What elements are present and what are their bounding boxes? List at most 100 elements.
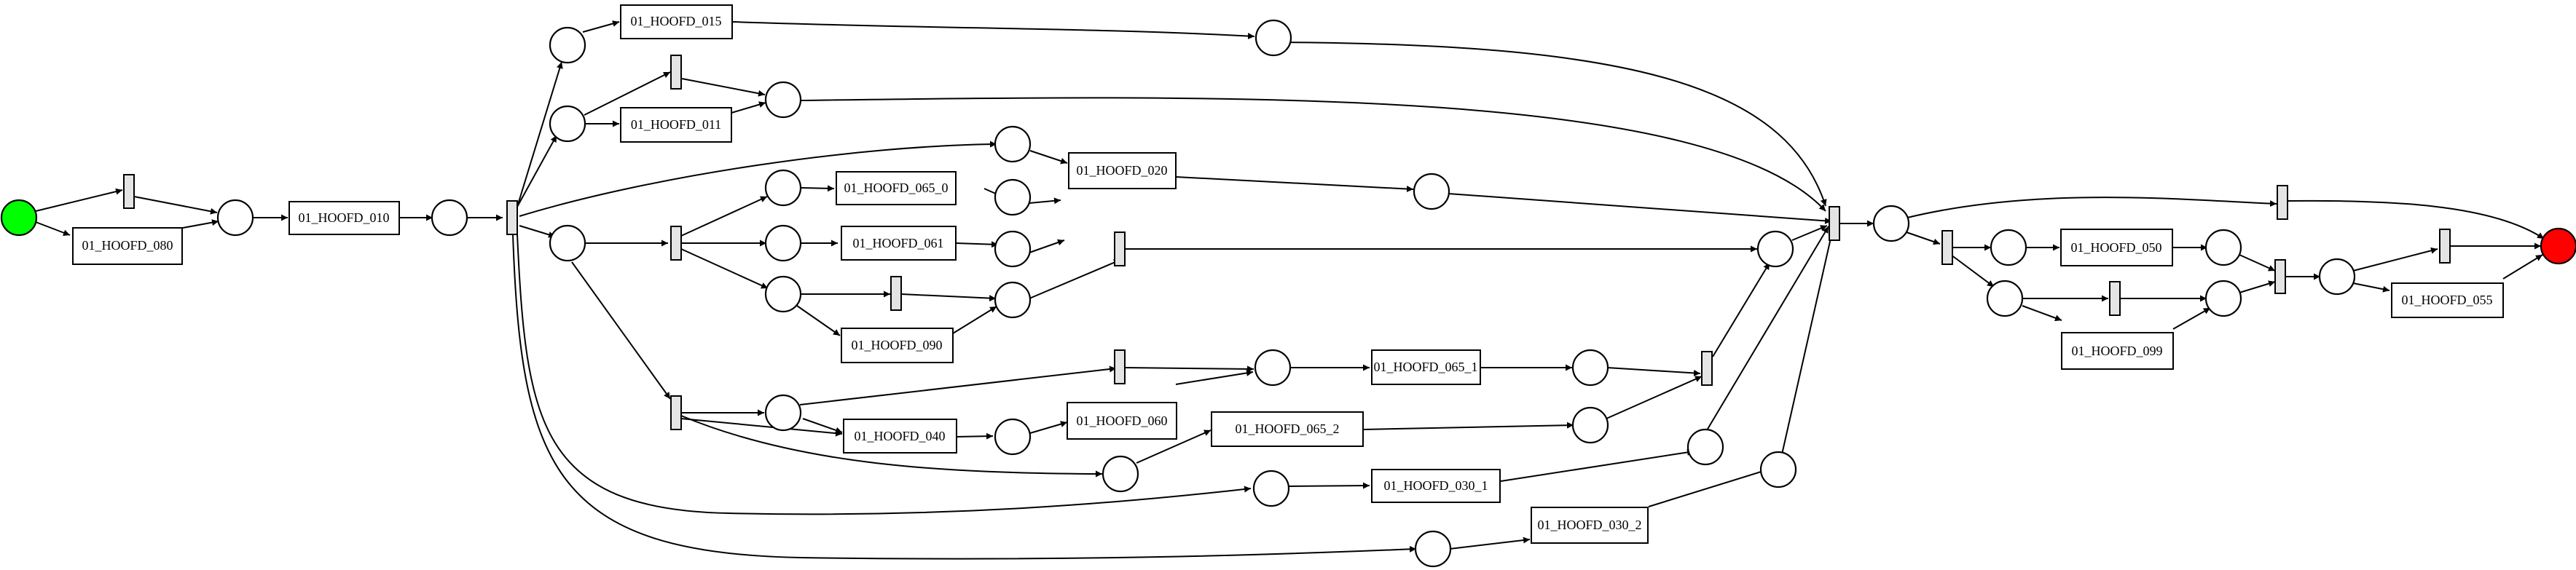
transition-01-hoofd-065-1: 01_HOOFD_065_1 <box>1371 349 1481 385</box>
arc <box>35 221 71 236</box>
transition-label: 01_HOOFD_099 <box>2071 344 2162 358</box>
arc <box>517 61 563 207</box>
place <box>1254 19 1292 57</box>
transition-01-hoofd-080: 01_HOOFD_080 <box>72 227 183 265</box>
place <box>764 81 802 119</box>
arc <box>1606 376 1703 419</box>
place <box>1102 455 1139 493</box>
arc <box>571 261 671 400</box>
arc <box>517 135 557 207</box>
place <box>1571 406 1609 444</box>
arc <box>517 234 1252 515</box>
transition-label: 01_HOOFD_010 <box>298 210 389 225</box>
arc <box>1136 430 1212 464</box>
place <box>764 224 802 262</box>
arc <box>955 432 994 440</box>
arc <box>1907 197 2277 218</box>
arc <box>799 365 1117 405</box>
arc <box>801 97 1826 212</box>
arc <box>732 21 1255 40</box>
arc <box>2352 247 2438 272</box>
arc <box>680 196 768 237</box>
silent-transition <box>1114 231 1126 266</box>
arc <box>1606 367 1701 376</box>
arc <box>133 196 218 215</box>
arc <box>1791 225 1828 241</box>
place <box>549 224 586 262</box>
place <box>764 394 802 432</box>
silent-transitions <box>123 55 2451 430</box>
transition-01-hoofd-065-2: 01_HOOFD_065_2 <box>1211 411 1364 447</box>
silent-transition <box>2277 185 2288 220</box>
arc <box>519 140 997 217</box>
arc <box>1704 226 1829 435</box>
arc <box>35 188 123 212</box>
arc <box>681 78 766 97</box>
transition-01-hoofd-030-2: 01_HOOFD_030_2 <box>1531 507 1649 544</box>
silent-transition <box>1941 230 1953 265</box>
place <box>1686 428 1724 466</box>
transition-01-hoofd-030-1: 01_HOOFD_030_1 <box>1371 469 1501 503</box>
transition-label: 01_HOOFD_080 <box>82 238 173 253</box>
transition-label: 01_HOOFD_065_1 <box>1373 360 1477 374</box>
place <box>1759 451 1797 488</box>
place <box>2204 280 2242 317</box>
transition-01-hoofd-090: 01_HOOFD_090 <box>841 328 954 363</box>
transition-label: 01_HOOFD_030_2 <box>1537 518 1641 532</box>
labeled-transitions: 01_HOOFD_080 01_HOOFD_010 01_HOOFD_015 0… <box>72 4 2504 544</box>
arc <box>182 219 219 229</box>
place <box>1872 205 1910 242</box>
start-place <box>0 199 38 237</box>
place <box>994 230 1032 268</box>
arc <box>1449 537 1531 550</box>
arcs <box>35 20 2545 560</box>
place <box>764 275 802 313</box>
silent-transition <box>670 395 682 430</box>
arc <box>900 293 997 302</box>
transition-01-hoofd-050: 01_HOOFD_050 <box>2060 229 2173 266</box>
place <box>549 105 586 143</box>
transition-01-hoofd-099: 01_HOOFD_099 <box>2061 332 2174 370</box>
transition-label: 01_HOOFD_065_2 <box>1235 421 1339 436</box>
transition-label: 01_HOOFD_011 <box>631 117 721 132</box>
transition-label: 01_HOOFD_050 <box>2070 240 2161 255</box>
place <box>2204 229 2242 266</box>
arc <box>512 234 1417 560</box>
arc <box>584 71 671 116</box>
arc <box>1950 254 1995 288</box>
arc <box>1904 231 1941 245</box>
place <box>1990 229 2027 266</box>
arc <box>1175 369 1254 385</box>
arc <box>802 418 843 434</box>
places <box>0 19 2576 568</box>
transition-01-hoofd-015: 01_HOOFD_015 <box>620 4 733 39</box>
transition-01-hoofd-055: 01_HOOFD_055 <box>2391 282 2504 318</box>
arc <box>1124 365 1254 373</box>
arc <box>801 185 835 192</box>
transition-01-hoofd-020: 01_HOOFD_020 <box>1068 152 1177 189</box>
transition-label: 01_HOOFD_060 <box>1076 413 1167 428</box>
arc <box>680 418 843 437</box>
end-place <box>2540 227 2576 265</box>
place <box>1756 230 1794 268</box>
place <box>1986 280 2024 317</box>
arc <box>955 241 999 248</box>
transition-01-hoofd-060: 01_HOOFD_060 <box>1067 402 1177 440</box>
transition-label: 01_HOOFD_030_1 <box>1383 478 1488 493</box>
place <box>1254 349 1292 387</box>
arc <box>2352 282 2390 293</box>
arc <box>1175 176 1414 193</box>
silent-transition <box>670 226 682 261</box>
arc <box>2502 254 2543 280</box>
arc <box>680 415 1103 478</box>
place <box>994 125 1032 163</box>
arc <box>1029 421 1068 434</box>
arc <box>519 225 556 238</box>
transition-01-hoofd-040: 01_HOOFD_040 <box>843 419 957 454</box>
arc <box>1029 239 1065 253</box>
silent-transition <box>1114 349 1126 384</box>
arc <box>1029 259 1121 299</box>
arc <box>2287 199 2545 240</box>
arc <box>1500 448 1695 482</box>
